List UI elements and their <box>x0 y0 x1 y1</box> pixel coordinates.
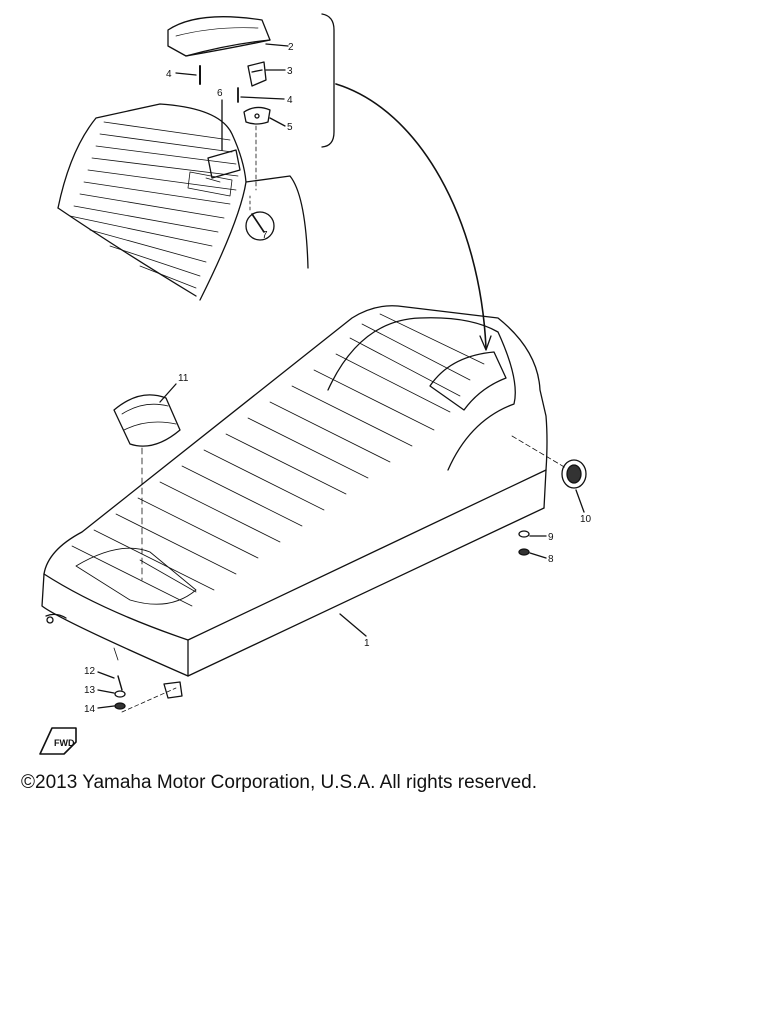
parts-diagram: 2 3 4 4 5 6 7 11 10 9 8 1 12 13 14 FWD <box>39 13 592 755</box>
callout-8: 8 <box>548 554 554 565</box>
callout-13: 13 <box>84 685 96 696</box>
part-1-leader <box>339 613 367 637</box>
latch <box>247 61 286 87</box>
hinge-plate <box>243 106 286 191</box>
callout-5: 5 <box>287 122 293 133</box>
copyright-notice: ©2013 Yamaha Motor Corporation, U.S.A. A… <box>21 772 537 793</box>
main-seat <box>41 305 567 699</box>
seat-exploded-view: 2 3 4 4 5 6 7 11 10 9 8 1 12 13 14 FWD <box>39 13 592 755</box>
callout-3: 3 <box>287 66 293 77</box>
seat-detail-view <box>57 103 309 301</box>
washer-nut <box>518 530 547 559</box>
grouping-bracket <box>321 13 335 148</box>
callout-11: 11 <box>178 373 189 384</box>
fasteners-front <box>97 671 177 713</box>
callout-4-left: 4 <box>166 69 172 80</box>
callout-9: 9 <box>548 532 554 543</box>
callout-1: 1 <box>364 638 370 649</box>
callout-10: 10 <box>580 514 592 525</box>
callout-7: 7 <box>262 230 268 241</box>
front-direction-badge <box>39 727 77 755</box>
screw-left <box>175 65 201 85</box>
detail-arrow <box>335 83 487 349</box>
callout-14: 14 <box>84 704 96 715</box>
badge-text: FWD <box>54 738 75 748</box>
storage-bag <box>113 383 181 581</box>
cushion-pad <box>167 16 289 57</box>
callout-6: 6 <box>217 88 223 99</box>
callout-2: 2 <box>288 42 294 53</box>
emblem <box>561 459 587 513</box>
screw-right <box>237 87 285 103</box>
callout-4-right: 4 <box>287 95 293 106</box>
detail-arrow-head <box>479 335 492 351</box>
callout-12: 12 <box>84 666 96 677</box>
